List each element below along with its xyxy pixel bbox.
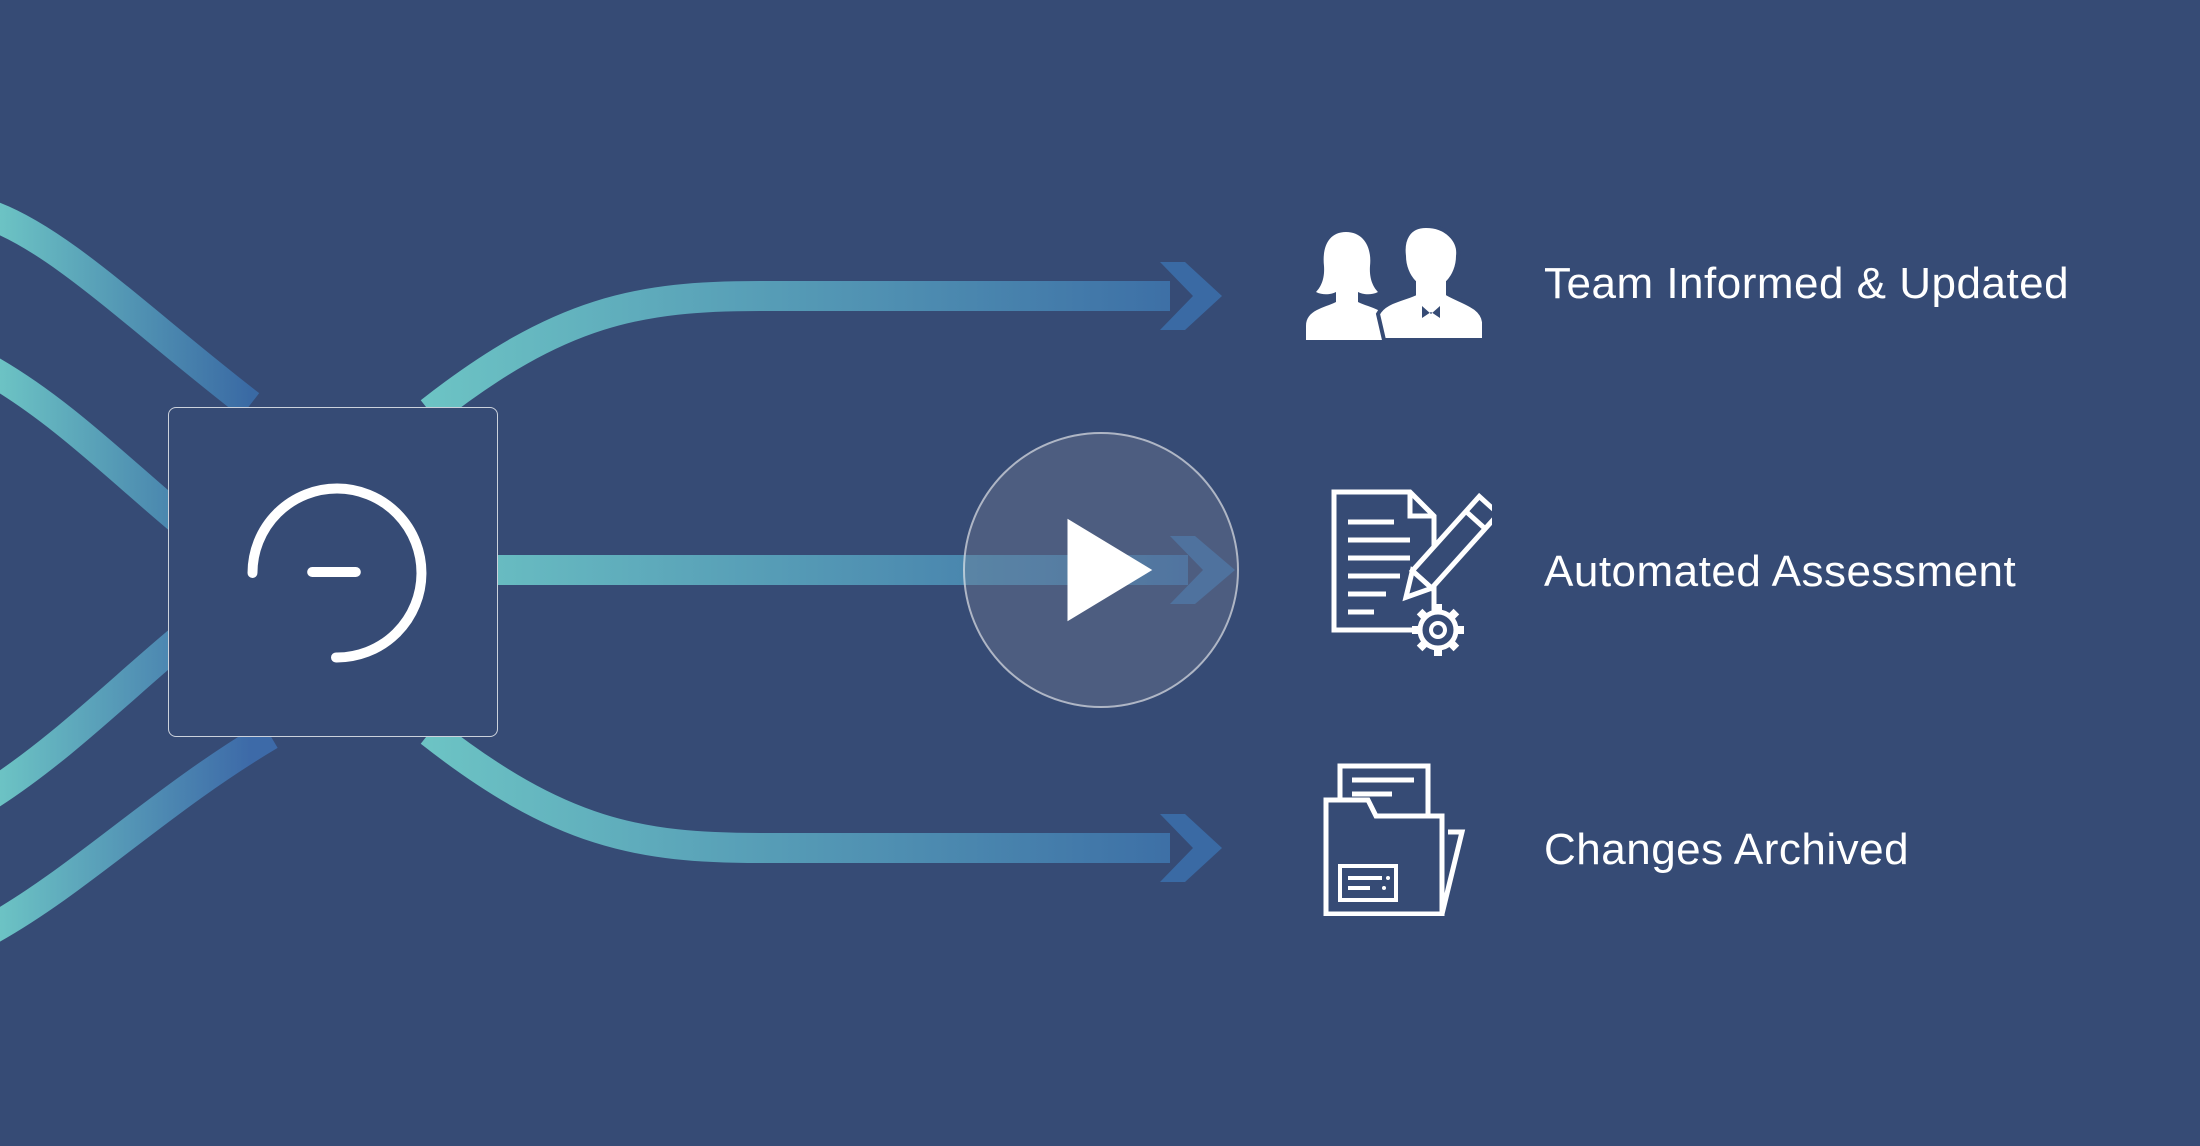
incoming-strand-1 [0,202,260,417]
incoming-strand-4 [0,722,278,942]
outcome-label-team: Team Informed & Updated [1544,259,2070,308]
outcome-label-assessment: Automated Assessment [1544,547,2017,596]
bottom-flow-path [420,720,1170,863]
play-button[interactable] [963,432,1239,708]
play-icon [1067,518,1153,622]
incoming-strand-2 [0,358,190,532]
bottom-arrow-head [1160,814,1222,882]
circular-logo-icon [247,483,427,663]
outcome-label-archive: Changes Archived [1544,825,1910,874]
incoming-strand-3 [0,628,190,807]
team-icon [1306,223,1486,342]
archive-folder-icon [1323,763,1466,916]
hub-box [168,407,498,737]
top-arrow-head [1160,262,1222,330]
document-edit-gear-icon [1331,489,1492,656]
top-flow-path [420,281,1170,424]
